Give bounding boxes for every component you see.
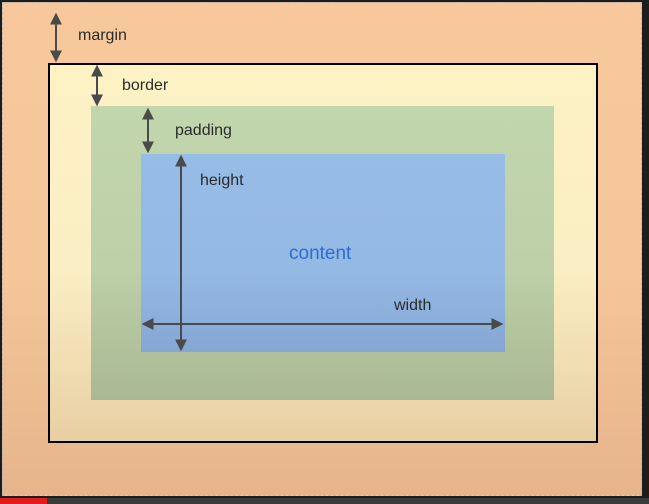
height-label: height (200, 172, 244, 189)
margin-label: margin (78, 27, 127, 44)
video-progress-fill (0, 498, 47, 504)
width-label: width (394, 297, 432, 314)
border-label: border (122, 77, 169, 94)
content-label: content (289, 243, 352, 264)
padding-label: padding (175, 122, 232, 139)
video-progress-bar[interactable] (0, 498, 649, 504)
